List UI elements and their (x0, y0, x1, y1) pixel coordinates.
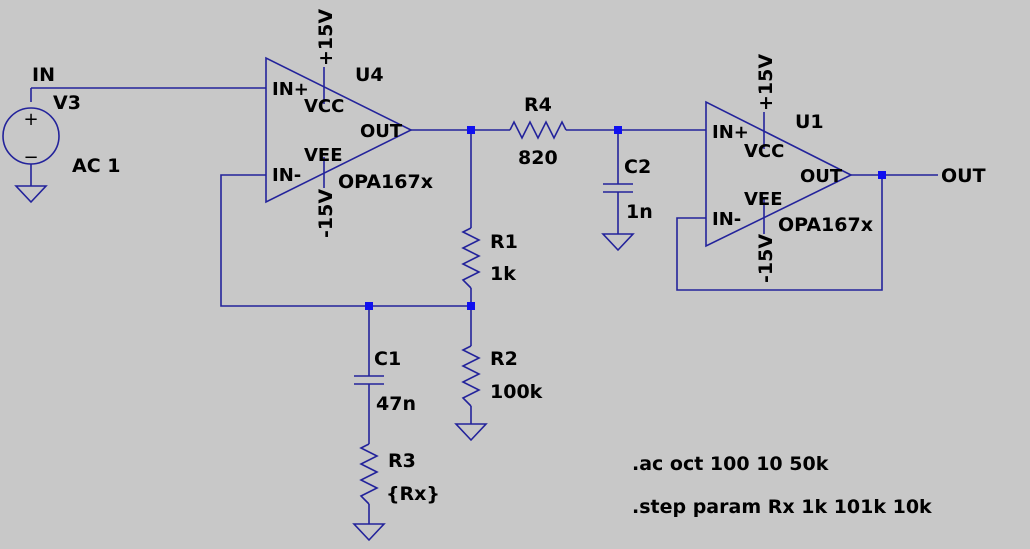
net-label-out: OUT (941, 165, 986, 187)
opamp-model: OPA167x (778, 214, 873, 236)
pin-label-in-plus: IN+ (712, 122, 749, 143)
resistor-zigzag (461, 227, 481, 289)
ground-symbol (352, 523, 386, 542)
component-value: 1n (626, 201, 653, 223)
component-name: R3 (388, 450, 416, 472)
pin-label-out: OUT (800, 166, 843, 187)
component-name: C1 (374, 348, 401, 370)
junction-dot (614, 126, 622, 134)
opamp-u4: IN+ VCC OUT VEE IN- U4 OPA167x +15V -15V (265, 9, 433, 238)
spice-directives: .ac oct 100 10 50k .step param Rx 1k 101… (632, 453, 932, 518)
resistor-r2: R2 100k (454, 345, 543, 442)
ground-symbol (601, 233, 635, 252)
pin-label-in-minus: IN- (712, 209, 741, 230)
capacitor-plates (603, 183, 633, 193)
pin-label-vee: VEE (744, 189, 783, 210)
source-value: AC 1 (72, 155, 120, 177)
resistor-zigzag (509, 120, 567, 140)
component-value: {Rx} (386, 483, 440, 505)
pin-label-out: OUT (360, 121, 403, 142)
supply-label-neg: -15V (315, 189, 337, 238)
capacitor-c1: C1 47n (354, 348, 416, 415)
wire-in-net (30, 87, 266, 102)
pin-label-in-plus: IN+ (272, 79, 309, 100)
component-name: R2 (490, 348, 518, 370)
opamp-name: U1 (795, 111, 824, 133)
component-value: 1k (490, 263, 516, 285)
pin-label-vcc: VCC (304, 96, 344, 117)
component-name: R4 (524, 94, 552, 116)
supply-label-pos: +15V (315, 9, 337, 66)
capacitor-plates (354, 375, 384, 385)
component-value: 100k (490, 381, 543, 403)
opamp-name: U4 (355, 64, 384, 86)
supply-label-pos: +15V (755, 54, 777, 111)
junctions (365, 126, 886, 310)
supply-label-neg: -15V (755, 234, 777, 283)
resistor-zigzag (359, 443, 379, 505)
component-name: C2 (624, 156, 651, 178)
capacitor-c2: C2 1n (601, 156, 653, 252)
ground-symbol (14, 185, 48, 204)
source-minus-symbol: − (23, 147, 38, 168)
opamp-triangle (265, 56, 413, 204)
junction-dot (467, 302, 475, 310)
component-value: 820 (518, 147, 558, 169)
component-value: 47n (376, 393, 416, 415)
wire-feedback-u1 (676, 175, 883, 291)
pin-label-in-minus: IN- (272, 165, 301, 186)
junction-dot (365, 302, 373, 310)
junction-dot (467, 126, 475, 134)
wire-feedback-u4 (220, 174, 471, 307)
resistor-r4: R4 820 (509, 94, 567, 169)
voltage-source-v3: + − V3 AC 1 (2, 92, 120, 204)
opamp-triangle (705, 100, 853, 248)
directive-step: .step param Rx 1k 101k 10k (632, 496, 932, 518)
pin-label-vee: VEE (304, 145, 343, 166)
resistor-r1: R1 1k (461, 227, 518, 289)
resistor-r3: R3 {Rx} (352, 443, 440, 542)
junction-dot (878, 171, 886, 179)
net-label-in: IN (32, 64, 55, 86)
source-name: V3 (53, 92, 81, 114)
opamp-model: OPA167x (338, 171, 433, 193)
opamp-u1: IN+ VCC OUT VEE IN- U1 OPA167x +15V -15V (705, 54, 873, 283)
component-name: R1 (490, 231, 518, 253)
pin-label-vcc: VCC (744, 141, 784, 162)
directive-ac: .ac oct 100 10 50k (632, 453, 829, 475)
resistor-zigzag (461, 345, 481, 407)
source-plus-symbol: + (23, 109, 38, 130)
ground-symbol (454, 423, 488, 442)
